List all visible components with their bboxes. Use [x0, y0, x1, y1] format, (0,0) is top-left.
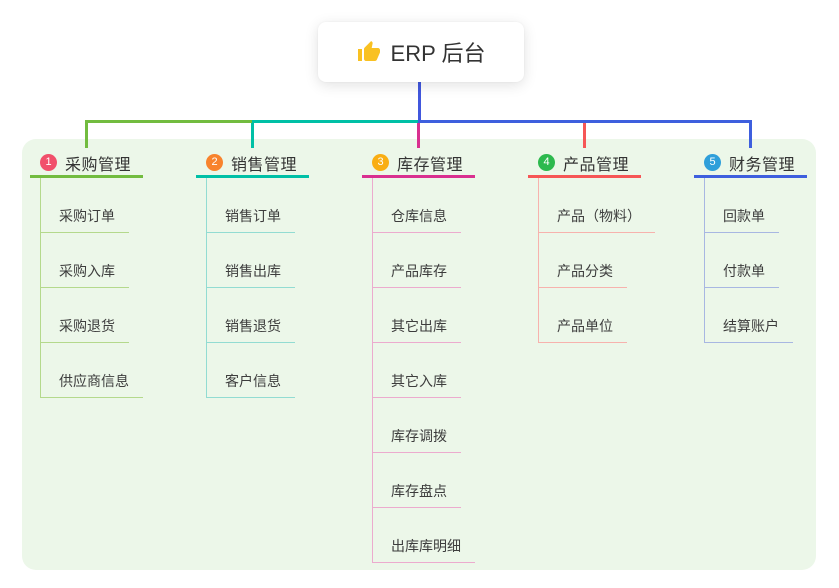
branch-title: 销售管理	[231, 156, 298, 174]
connector-horizontal-sales	[252, 120, 418, 123]
tree-item[interactable]: 采购订单	[41, 178, 129, 233]
connector-horizontal-purchase	[85, 120, 252, 123]
connector-root-line	[418, 82, 421, 122]
tree-item[interactable]: 采购入库	[41, 233, 129, 288]
branch-number-badge: 1	[40, 154, 57, 171]
branch-number-badge: 5	[704, 154, 721, 171]
connector-vertical-product	[583, 120, 586, 148]
tree-item[interactable]: 销售退货	[207, 288, 295, 343]
tree-item[interactable]: 仓库信息	[373, 178, 461, 233]
branch-number-badge: 4	[538, 154, 555, 171]
thumbs-up-icon	[357, 40, 381, 64]
connector-vertical-inventory	[417, 120, 420, 148]
tree-item[interactable]: 付款单	[705, 233, 779, 288]
tree-item[interactable]: 回款单	[705, 178, 779, 233]
branch-node[interactable]: 4 产品管理	[528, 150, 641, 178]
branch-node[interactable]: 2 销售管理	[196, 150, 309, 178]
branch-item-list: 产品（物料） 产品分类 产品单位	[538, 178, 694, 343]
tree-item[interactable]: 库存盘点	[373, 453, 461, 508]
tree-item[interactable]: 其它出库	[373, 288, 461, 343]
branch-title: 库存管理	[397, 156, 464, 174]
branch-node[interactable]: 5 财务管理	[694, 150, 807, 178]
tree-item[interactable]: 采购退货	[41, 288, 129, 343]
branch-sales-management: 2 销售管理 销售订单 销售出库 销售退货 客户信息	[196, 150, 362, 398]
tree-item[interactable]: 产品（物料）	[539, 178, 655, 233]
branch-inventory-management: 3 库存管理 仓库信息 产品库存 其它出库 其它入库 库存调拨 库存盘点 出库库…	[362, 150, 528, 563]
branch-finance-management: 5 财务管理 回款单 付款单 结算账户	[694, 150, 839, 343]
tree-item[interactable]: 客户信息	[207, 343, 295, 398]
tree-item[interactable]: 出库库明细	[373, 508, 475, 563]
branch-node[interactable]: 1 采购管理	[30, 150, 143, 178]
branch-item-list: 仓库信息 产品库存 其它出库 其它入库 库存调拨 库存盘点 出库库明细	[372, 178, 528, 563]
connector-vertical-purchase	[85, 120, 88, 148]
tree-item[interactable]: 其它入库	[373, 343, 461, 398]
tree-item[interactable]: 供应商信息	[41, 343, 143, 398]
branch-number-badge: 2	[206, 154, 223, 171]
branch-title: 财务管理	[729, 156, 796, 174]
mindmap-background	[22, 139, 816, 570]
branch-item-list: 销售订单 销售出库 销售退货 客户信息	[206, 178, 362, 398]
root-node-label: ERP 后台	[390, 41, 486, 66]
tree-item[interactable]: 产品单位	[539, 288, 627, 343]
connector-vertical-sales	[251, 120, 254, 148]
connector-vertical-finance	[749, 120, 752, 148]
tree-item[interactable]: 销售出库	[207, 233, 295, 288]
branch-purchase-management: 1 采购管理 采购订单 采购入库 采购退货 供应商信息	[30, 150, 196, 398]
connector-horizontal-finance	[418, 120, 752, 123]
branch-item-list: 回款单 付款单 结算账户	[704, 178, 839, 343]
tree-item[interactable]: 库存调拨	[373, 398, 461, 453]
tree-item[interactable]: 销售订单	[207, 178, 295, 233]
branch-product-management: 4 产品管理 产品（物料） 产品分类 产品单位	[528, 150, 694, 343]
branch-item-list: 采购订单 采购入库 采购退货 供应商信息	[40, 178, 196, 398]
branch-title: 产品管理	[563, 156, 630, 174]
branch-number-badge: 3	[372, 154, 389, 171]
tree-item[interactable]: 产品库存	[373, 233, 461, 288]
tree-item[interactable]: 结算账户	[705, 288, 793, 343]
root-node[interactable]: ERP 后台	[318, 22, 524, 82]
branch-node[interactable]: 3 库存管理	[362, 150, 475, 178]
branch-title: 采购管理	[65, 156, 132, 174]
tree-item[interactable]: 产品分类	[539, 233, 627, 288]
